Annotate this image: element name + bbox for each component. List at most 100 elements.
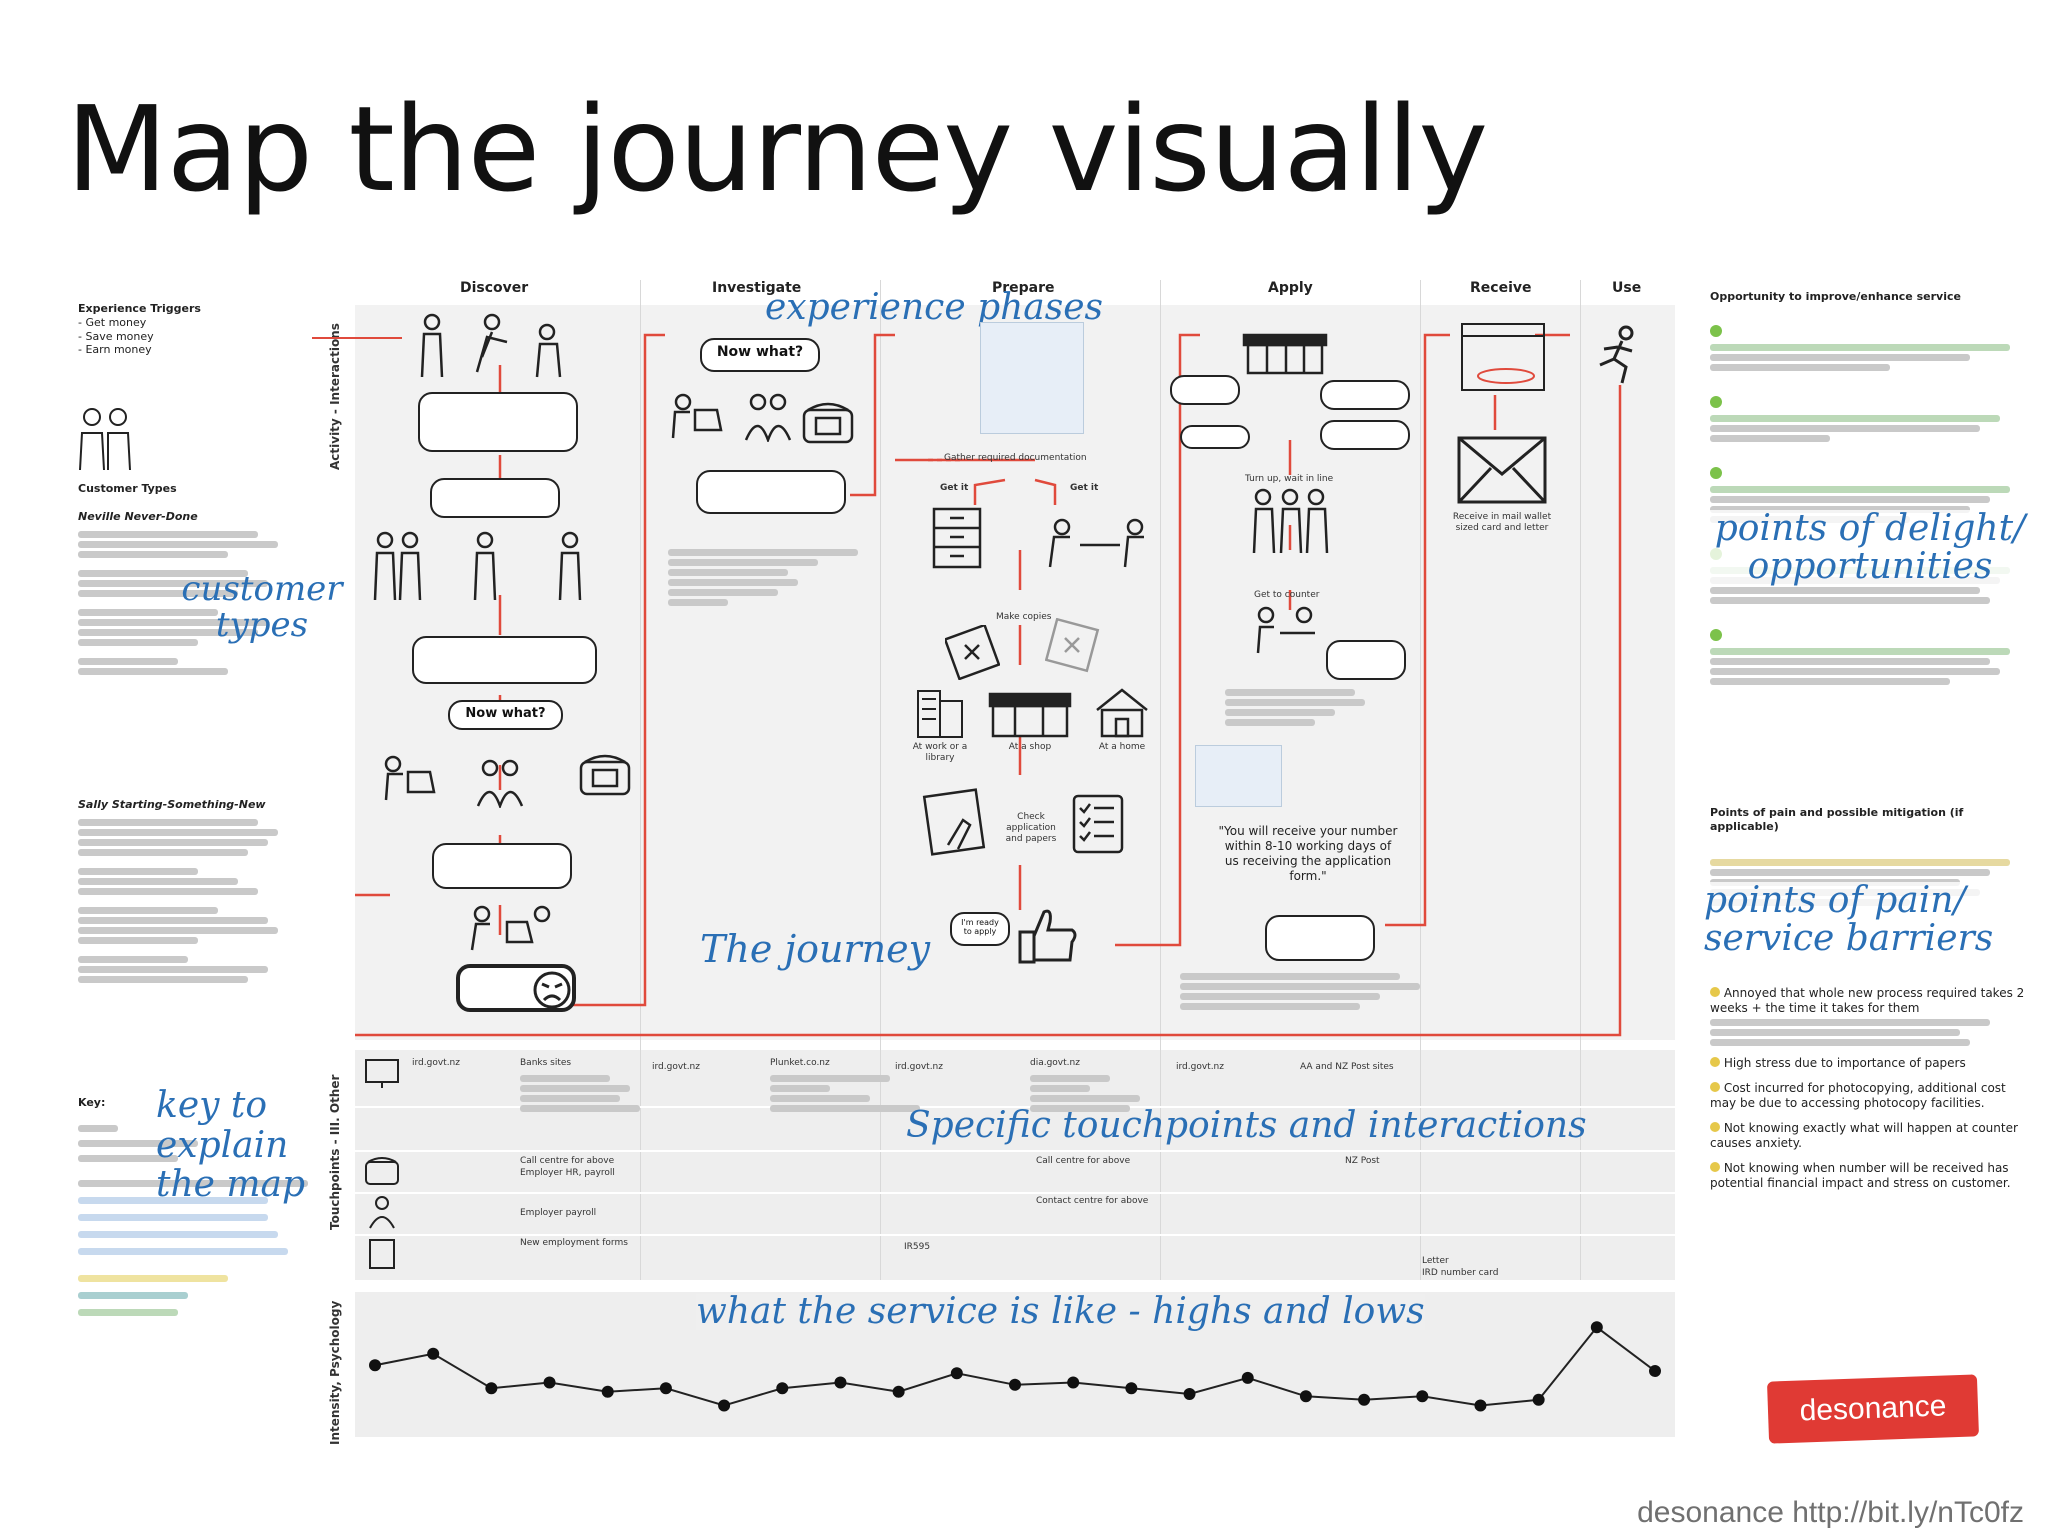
touchpoint-cell: NZ Post: [1345, 1156, 1380, 1166]
trigger-item: - Earn money: [78, 343, 152, 357]
annotation-points-delight: points of delight/ opportunities: [1700, 510, 2040, 586]
intensity-curve: [369, 1321, 1661, 1412]
group-talk-icon: [476, 759, 524, 808]
touchpoint-blur: [520, 1072, 640, 1115]
laptop-icon: [671, 393, 723, 439]
pain-item: Annoyed that whole new process required …: [1710, 986, 2025, 1015]
touchpoint-cell: Contact centre for above: [1036, 1196, 1149, 1206]
touchpoint-cell: dia.govt.nz: [1030, 1058, 1080, 1068]
triggers-panel: Experience Triggers - Get money - Save m…: [78, 302, 308, 357]
desonance-logo: desonance: [1766, 1374, 1980, 1444]
touchpoint-cell: ird.govt.nz: [412, 1058, 460, 1068]
intensity-point: [369, 1359, 381, 1372]
touchpoint-cell: IRD number card: [1422, 1268, 1499, 1278]
thought-bubble: [1326, 640, 1406, 680]
phase-receive: Receive: [1470, 280, 1532, 296]
pain-item: Not knowing exactly what will happen at …: [1710, 1121, 2018, 1150]
at-home-label: At a home: [1098, 742, 1146, 752]
intensity-point: [543, 1376, 556, 1389]
intensity-point: [1416, 1390, 1429, 1403]
at-work-label: At work or a library: [912, 742, 968, 763]
touchpoints-label: Touchpoints - III. Other: [328, 1074, 342, 1230]
touchpoint-cell: Banks sites: [520, 1058, 572, 1068]
thought-bubble: [412, 636, 597, 684]
touchpoint-cell: Plunket.co.nz: [770, 1058, 830, 1068]
trigger-item: - Get money: [78, 315, 147, 329]
person-icon: [369, 1196, 395, 1229]
intensity-point: [1009, 1378, 1021, 1391]
pain-list: Annoyed that whole new process required …: [1710, 986, 2030, 1191]
annotation-experience-phases: experience phases: [765, 287, 1104, 328]
counter-icon: [1256, 606, 1315, 654]
intensity-point: [485, 1382, 498, 1395]
trigger-item: - Save money: [78, 329, 154, 343]
intensity-point: [1532, 1393, 1545, 1406]
persona-1-name: Neville Never-Done: [78, 510, 198, 523]
customer-types-title: Customer Types: [78, 482, 177, 495]
intensity-point: [1183, 1388, 1196, 1400]
journey-path: [355, 333, 1622, 1037]
pain-item: High stress due to importance of papers: [1723, 1056, 1966, 1070]
persona-2-details: [78, 816, 288, 986]
touchpoint-cell: Letter: [1422, 1256, 1449, 1266]
intensity-point: [1299, 1390, 1312, 1403]
thought-bubble: [1265, 915, 1375, 961]
angry-face-icon: [533, 971, 571, 1009]
family-icon: [373, 531, 582, 601]
receive-mail-label: Receive in mail wallet sized card and le…: [1452, 512, 1552, 533]
pain-title: Points of pain and possible mitigation (…: [1710, 806, 1964, 833]
intensity-point: [834, 1376, 847, 1389]
phone-icon: [579, 754, 631, 796]
thought-bubble: [1320, 380, 1410, 410]
annotation-touchpoints: Specific touchpoints and interactions: [906, 1105, 1587, 1146]
intensity-line: [374, 1325, 1656, 1407]
key-title: Key:: [78, 1096, 106, 1109]
annotation-customer-types: customer types: [181, 569, 343, 645]
people-icon: [79, 408, 131, 471]
checklist-icon: [1072, 794, 1124, 854]
computer-icon: [365, 1059, 399, 1088]
running-person-icon: [1599, 325, 1634, 384]
opportunity-title: Opportunity to improve/enhance service: [1710, 290, 1961, 303]
turn-up-label: Turn up, wait in line: [1245, 474, 1334, 484]
touchpoint-cell: Call centre for above: [520, 1156, 615, 1166]
thought-bubble: [696, 470, 846, 514]
persona-1-details: [78, 528, 288, 678]
desk-people-icon: [1048, 518, 1144, 568]
paper-icon: [369, 1239, 395, 1269]
annotation-key-explain: key to explain the map: [156, 1085, 306, 1206]
intensity-point: [427, 1347, 440, 1360]
tablet-hand-icon: [922, 788, 986, 856]
calendar-icon: [1461, 323, 1545, 391]
house-icon: [1096, 688, 1148, 738]
phase-prepare: Prepare: [992, 280, 1055, 296]
seek-it-label: Get it: [1070, 483, 1099, 493]
activity-label: Activity - Interactions: [328, 323, 342, 470]
verifier-notes: [1225, 686, 1365, 729]
annotation-the-journey: The journey: [700, 927, 931, 971]
get-it-label: Get it: [940, 483, 969, 493]
annotation-points-pain: points of pain/ service barriers: [1704, 882, 2024, 958]
now-what-text-2: Now what?: [465, 706, 546, 721]
thought-bubble: [430, 478, 560, 518]
ready-text: I'm ready to apply: [961, 918, 999, 936]
touchpoint-cell: ird.govt.nz: [652, 1062, 700, 1072]
thought-bubble: [418, 392, 578, 452]
touchpoint-cell: AA and NZ Post sites: [1300, 1062, 1394, 1072]
intensity-point: [1358, 1393, 1371, 1406]
credit-link[interactable]: desonance http://bit.ly/nTc0fz: [1637, 1496, 2024, 1529]
phone-icon: [802, 402, 854, 444]
intensity-point: [1649, 1365, 1661, 1377]
thumbs-up-icon: [1018, 909, 1077, 964]
touchpoint-cell: Call centre for above: [1036, 1156, 1131, 1166]
intensity-point: [1125, 1382, 1138, 1395]
touchpoint-cell: ird.govt.nz: [895, 1062, 943, 1072]
touchpoint-cell: New employment forms: [520, 1238, 628, 1248]
now-what-bubble: Now what?: [448, 700, 563, 730]
key-details: [78, 1122, 308, 1319]
queue-people-icon: [1252, 488, 1329, 554]
make-copies-label: Make copies: [996, 612, 1052, 622]
intensity-point: [1067, 1376, 1080, 1389]
touchpoint-cell: IR595: [904, 1242, 931, 1252]
people-group-icon: [420, 313, 562, 378]
